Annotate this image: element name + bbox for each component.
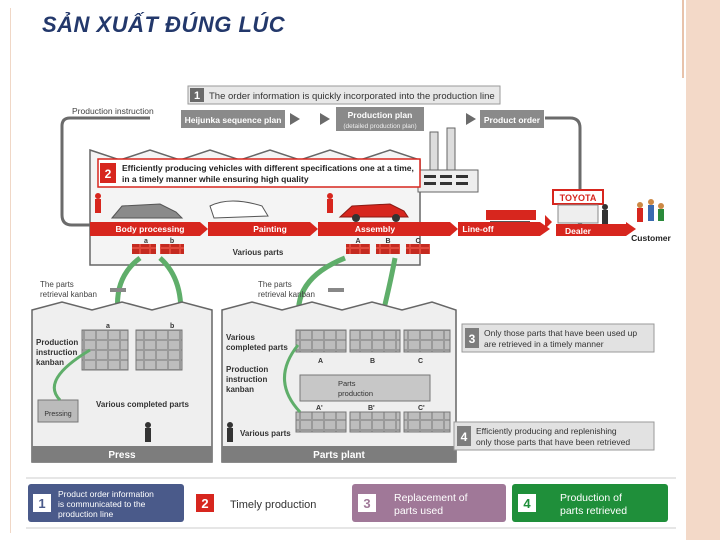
parts-crate-A2: A' [316,405,323,412]
parts-pik-line1: Production [226,365,268,374]
step3-number: 3 [469,332,476,346]
slide-border-right [686,0,720,540]
parts-production-line1: Parts [338,379,356,388]
legend-4-number: 4 [523,496,531,511]
legend-1-line3: production line [58,509,114,519]
step4-banner: 4 Efficiently producing and replenishing… [453,421,655,451]
press-pik-line1: Production [36,338,78,347]
product-order-box: Product order [484,115,541,125]
press-pik-line2: instruction [36,348,77,357]
press-pressing: Pressing [44,411,71,418]
legend-2-line1: Timely production [230,499,316,511]
press-crate-b: b [170,323,174,330]
step3-line2: are retrieved in a timely manner [484,339,604,349]
parts-crate-B: B [370,358,375,365]
step1-text: The order information is quickly incorpo… [209,91,495,102]
press-plant: Press a b Production instruction kanban … [31,301,213,463]
dealer-label: Dealer [565,226,592,236]
step4-line1: Efficiently producing and replenishing [476,426,617,436]
parts-vcp-line2: completed parts [226,343,288,352]
step4-number: 4 [461,430,468,444]
body-processing-label: Body processing [116,224,185,234]
step2-number: 2 [105,167,112,181]
line-off-label: Line-off [462,224,493,234]
legend-item-2: 2 Timely production [196,494,316,512]
slide-title: SẢN XUẤT ĐÚNG LÚC [42,12,286,37]
press-various-completed: Various completed parts [96,400,189,409]
production-plan-box: Production plan [348,110,413,120]
production-plan-sub: (detailed production plan) [343,123,416,130]
production-instruction-label: Production instruction [72,106,154,116]
press-crate-a: a [106,323,110,330]
parts-crate-C: C [418,358,423,365]
step3-line1: Only those parts that have been used up [484,328,637,338]
painting-label: Painting [253,224,287,234]
press-label: Press [108,450,136,461]
parts-plant: Parts plant Various completed parts A B … [221,301,457,463]
line-bin-b: b [170,238,174,245]
step1-banner: 1 The order information is quickly incor… [187,85,501,105]
legend-4-line1: Production of [560,492,622,504]
line-bin-C: C [415,238,420,245]
line-bin-a: a [144,238,148,245]
line-parts-bins: a b Various parts A B C [132,238,430,257]
legend-4-line2: parts retrieved [560,505,627,517]
line-bin-A: A [355,238,360,245]
parts-pik-line2: instruction [226,375,267,384]
legend-3-line1: Replacement of [394,492,468,504]
slide-border-accent [682,0,684,78]
step3-banner: 3 Only those parts that have been used u… [461,323,655,353]
heijunka-box: Heijunka sequence plan [185,115,282,125]
legend-item-4: 4 Production of parts retrieved [512,484,668,522]
parts-kanban-line2: retrieval kanban [258,290,315,299]
parts-crate-A: A [318,358,323,365]
parts-various-parts: Various parts [240,429,291,438]
parts-pik-line3: kanban [226,385,254,394]
legend-2-number: 2 [201,496,208,511]
parts-vcp-line1: Various [226,333,255,342]
legend: 1 Product order information is communica… [26,477,676,529]
step2-banner: 2 Efficiently producing vehicles with di… [97,158,421,188]
parts-crate-B2: B' [368,405,375,412]
legend-item-3: 3 Replacement of parts used [352,484,506,522]
press-kanban-label: The parts retrieval kanban [40,280,126,299]
parts-production-line2: production [338,389,373,398]
legend-3-line2: parts used [394,505,443,517]
step1-number: 1 [194,90,200,102]
press-kanban-line2: retrieval kanban [40,290,97,299]
legend-item-1: 1 Product order information is communica… [28,484,184,522]
press-kanban-line1: The parts [40,280,74,289]
legend-1-number: 1 [38,496,45,511]
toyota-sign: TOYOTA [560,193,597,203]
parts-kanban-line1: The parts [258,280,292,289]
press-pik-line3: kanban [36,358,64,367]
production-instruction-flow: Production instruction Heijunka sequence… [72,106,544,131]
legend-1-line1: Product order information [58,489,154,499]
slide-border-left [10,8,11,533]
step2-line1: Efficiently producing vehicles with diff… [122,163,414,173]
legend-3-number: 3 [363,496,370,511]
line-various-parts: Various parts [233,248,284,257]
assembly-label: Assembly [355,224,395,234]
line-bin-B: B [385,238,390,245]
parts-crate-C2: C' [418,405,425,412]
step4-line2: only those parts that have been retrieve… [476,437,630,447]
step2-line2: in a timely manner while ensuring high q… [122,174,309,184]
production-line-arrow: Body processing Painting Assembly Line-o… [90,222,550,236]
parts-plant-label: Parts plant [313,450,365,461]
dealer-group: TOYOTA Dealer Customer [545,189,672,243]
workers [95,193,333,213]
parts-kanban-label: The parts retrieval kanban [258,280,344,299]
legend-1-line2: is communicated to the [58,499,146,509]
customer-label: Customer [631,233,671,243]
